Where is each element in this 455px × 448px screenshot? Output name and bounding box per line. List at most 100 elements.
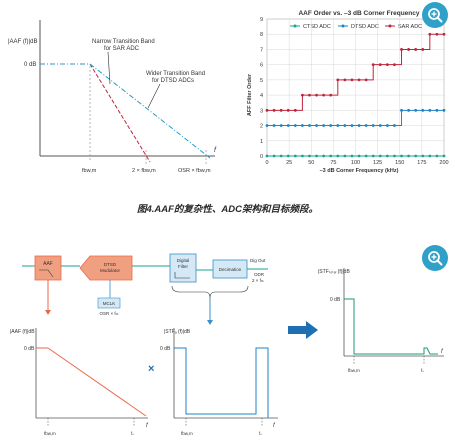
data-point	[357, 124, 361, 127]
data-point	[329, 93, 333, 97]
figure-caption: 图4.AAF的复杂性、ADC架构和目标频段。	[136, 204, 319, 215]
zero-db-label: 0 dB	[24, 62, 36, 68]
data-point	[272, 108, 276, 112]
y-tick-label: 7	[260, 47, 263, 53]
brace-arrow-head	[207, 320, 213, 325]
fig5-stf-total-ylabel: |STFₜₒₜₐₗ (f)|dB	[318, 269, 350, 275]
legend-marker	[293, 24, 297, 28]
data-point	[308, 154, 311, 158]
narrow-label-2: for SAR ADC	[104, 46, 140, 52]
data-point	[293, 124, 297, 127]
data-point	[322, 154, 326, 158]
x-tick-label: 0	[265, 160, 268, 166]
data-point	[301, 154, 304, 158]
fig5-aaf-rolloff	[47, 347, 147, 417]
odr-value-label: 2 × fₘ	[252, 278, 264, 283]
legend-marker	[388, 24, 392, 28]
data-point	[336, 154, 340, 158]
mclk-block	[97, 297, 121, 309]
wider-label-2: for DTSD ADCs	[152, 78, 194, 84]
data-point	[336, 78, 340, 82]
modulator-label-1: DTSD	[104, 262, 117, 267]
fig5-total-curve	[344, 298, 438, 355]
fig5-stf-f: f	[273, 423, 276, 429]
data-point	[315, 124, 318, 127]
data-point	[343, 154, 347, 158]
y-tick-label: 6	[260, 63, 263, 69]
data-point	[272, 154, 276, 158]
x-end-f: f	[214, 147, 217, 154]
data-point	[322, 93, 326, 97]
y-tick-label: 3	[260, 108, 263, 114]
aaf-order-chart: AAF Order vs. –3 dB Corner Frequency CTS…	[247, 10, 449, 174]
data-point	[350, 124, 354, 127]
narrow-rolloff-line	[89, 63, 151, 163]
legend-marker	[341, 24, 345, 28]
aaf-transition-diagram: |AAF (f)|dB 0 dB Narrow Transition Band …	[8, 20, 217, 174]
data-point	[329, 124, 333, 127]
data-point	[364, 154, 368, 158]
data-point	[322, 124, 326, 127]
data-point	[428, 154, 432, 158]
data-point	[371, 124, 375, 127]
data-point	[393, 154, 396, 158]
chart-series	[265, 32, 446, 158]
data-point	[400, 48, 403, 51]
data-point	[286, 108, 290, 112]
data-point	[414, 108, 418, 112]
data-point	[265, 108, 269, 112]
data-point	[400, 108, 403, 112]
fig5-stf-fbw-label: fbw,m	[181, 431, 193, 436]
data-point	[336, 124, 340, 127]
data-point	[301, 124, 304, 127]
data-point	[414, 48, 418, 51]
aaf-block	[34, 255, 62, 281]
data-point	[442, 154, 446, 158]
multiply-sign: ×	[148, 363, 154, 375]
zoom-in-icon	[428, 251, 443, 266]
zoom-in-icon	[428, 8, 443, 23]
dig-out-label: Dig Out	[250, 258, 266, 263]
y-tick-label: 4	[260, 93, 263, 99]
data-point	[315, 154, 318, 158]
x-tick-label: 100	[351, 160, 360, 166]
data-point	[393, 63, 396, 67]
result-arrow	[288, 321, 318, 339]
data-point	[414, 154, 418, 158]
x-tick-label: 75	[330, 160, 336, 166]
data-point	[407, 154, 410, 158]
data-point	[400, 154, 403, 158]
data-point	[293, 108, 297, 112]
fig5-total-fs-label: fₛ	[421, 368, 424, 373]
data-point	[350, 78, 354, 82]
odr-label: ODR	[254, 272, 265, 277]
data-point	[279, 108, 283, 112]
data-point	[421, 154, 425, 158]
fig5-aaf-f: f	[146, 423, 149, 429]
wider-label-1: Wider Transition Band	[146, 71, 205, 77]
legend-label: CTSD ADC	[303, 24, 331, 30]
x-tick-label: 25	[286, 160, 292, 166]
legend-label: DTSD ADC	[351, 24, 379, 30]
data-point	[385, 63, 389, 67]
fig5-aaf-fbw-label: fbw,m	[44, 431, 56, 436]
fig5-total-f: f	[441, 349, 444, 355]
x-tick-label: 150	[395, 160, 404, 166]
data-point	[378, 154, 382, 158]
data-point	[442, 108, 446, 112]
digital-brace	[171, 285, 249, 299]
x-tick-osr: OSR × fbw,m	[178, 168, 211, 174]
data-point	[435, 154, 439, 158]
x-tick-label: 200	[439, 160, 448, 166]
fig5-stf-fs-label: fₛ	[259, 431, 262, 436]
zoom-in-button-top[interactable]	[422, 2, 448, 28]
zoom-in-button-bottom[interactable]	[422, 245, 448, 271]
fig5-stf-curve	[174, 347, 269, 418]
x-tick-label: 125	[373, 160, 382, 166]
data-point	[421, 48, 425, 51]
wider-pointer	[147, 83, 161, 109]
aaf-ylabel: |AAF (f)|dB	[8, 39, 37, 45]
y-tick-label: 2	[260, 124, 263, 130]
